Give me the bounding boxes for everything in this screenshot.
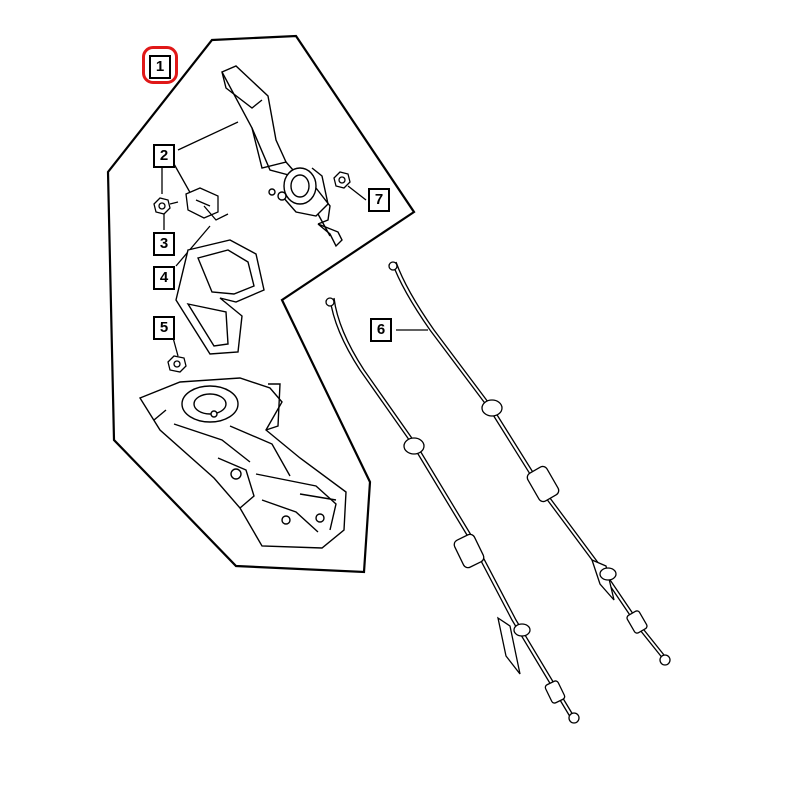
nut-5 — [167, 355, 187, 373]
nut-7 — [333, 171, 351, 189]
callout-4[interactable]: 4 — [153, 266, 175, 290]
parking-brake-pedal — [221, 65, 343, 248]
callout-3[interactable]: 3 — [153, 232, 175, 256]
switch-2 — [185, 187, 229, 221]
mounting-bracket — [138, 377, 347, 549]
callout-5[interactable]: 5 — [153, 316, 175, 340]
callout-7[interactable]: 7 — [368, 188, 390, 212]
callout-6[interactable]: 6 — [370, 318, 392, 342]
callout-2[interactable]: 2 — [153, 144, 175, 168]
bolt-3 — [153, 197, 179, 215]
highlight-ring — [142, 46, 178, 84]
callout-1[interactable]: 1 — [149, 55, 171, 79]
cable-assembly-6 — [325, 261, 671, 724]
assembly-outline — [106, 34, 416, 574]
boot-bezel-4 — [175, 239, 265, 355]
